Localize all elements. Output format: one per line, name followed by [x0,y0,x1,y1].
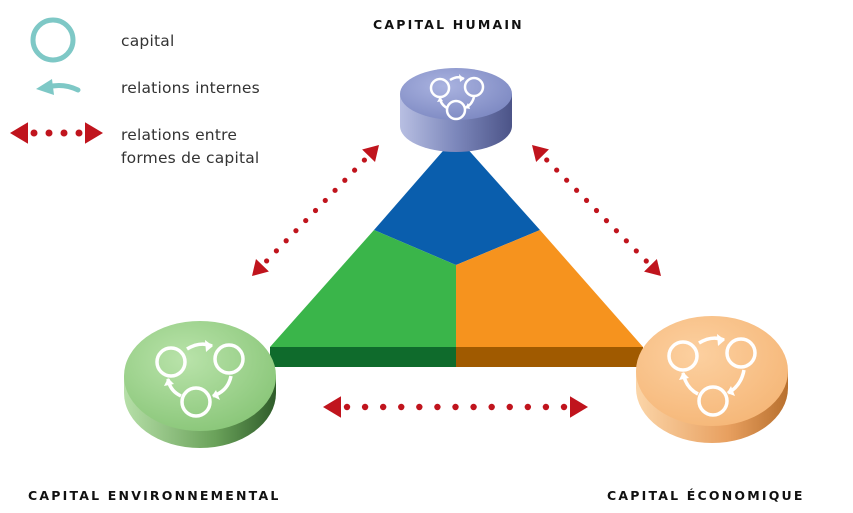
legend-between-relations-line2: formes de capital [121,149,260,167]
disc-capital-economique [636,316,788,443]
legend [10,17,103,144]
legend-internal-relations-label: relations internes [121,79,260,97]
relation-arrow-human-economic [532,145,661,276]
legend-relation-arrow-shape [10,122,103,144]
legend-relation-arrow-icon [10,122,103,144]
legend-internal-arrow-icon [36,79,81,95]
disc-capital-humain [400,68,512,152]
cycle-icon [155,340,245,418]
cycle-icon [429,74,485,121]
relation-arrows [252,145,661,418]
label-capital-economique: CAPITAL ÉCONOMIQUE [607,488,805,503]
triangle-segment-environmental [270,230,456,347]
triangle-base-green [270,347,456,367]
legend-capital-circle-icon [30,17,76,63]
relation-arrow-environmental-economic [323,396,588,418]
label-capital-environnemental: CAPITAL ENVIRONNEMENTAL [28,488,281,503]
triangle-base-orange [456,347,643,367]
triangle-segment-economic [456,230,643,347]
capital-triangle [270,136,643,367]
relation-arrow-human-environmental [252,145,379,276]
label-capital-humain: CAPITAL HUMAIN [373,17,524,32]
disc-capital-environnemental [124,321,276,448]
cycle-icon [667,334,757,417]
legend-capital-label: capital [121,32,175,50]
legend-between-relations-line1: relations entre [121,126,238,144]
triangle-segment-human [374,136,540,265]
